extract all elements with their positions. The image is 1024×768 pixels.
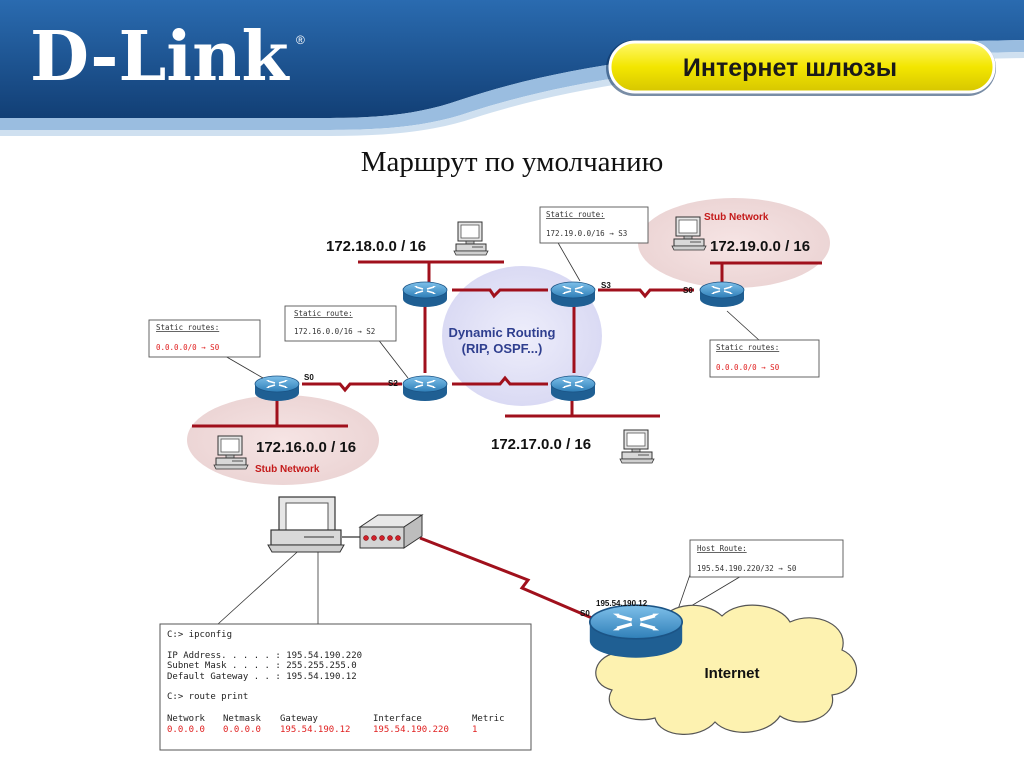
section-label: Интернет шлюзы [683,54,897,82]
route-table-cell-network: 0.0.0.0 [167,725,205,735]
console-line-subnet-mask: Subnet Mask . . . . : 255.255.255.0 [167,661,357,671]
isp-router-icon [588,603,684,660]
pc-net18-icon [453,221,489,256]
callout-left-line: 0.0.0.0/0 → S0 [156,343,220,352]
dlink-logo: D-Link [30,17,291,97]
callout-host-line: 195.54.190.220/32 → S0 [697,564,797,573]
route-table-cell-interface: 195.54.190.220 [373,725,449,735]
pc-net17-icon [619,429,655,464]
registered-mark-icon: ® [296,33,305,47]
route-table-header-netmask: Netmask [223,714,262,724]
dynamic-routing-protocols: (RIP, OSPF...) [462,341,543,356]
router-stub-right [699,281,745,308]
console-line-default-gateway: Default Gateway . . : 195.54.190.12 [167,672,357,682]
router-stub-left [254,375,300,402]
router-top-right [550,281,596,308]
callout-right-line: 0.0.0.0/0 → S0 [716,363,780,372]
router-ip-label: 195.54.190.12 [596,599,648,608]
callout-mid-title: Static route: [294,309,353,318]
stub-network-label-left: Stub Network [255,464,320,475]
route-table-header-metric: Metric [472,714,505,724]
callout-left-title: Static routes: [156,323,219,332]
callout-static-route-mid [284,305,397,342]
net-label-172-19: 172.19.0.0 / 16 [710,238,810,255]
route-table-cell-netmask: 0.0.0.0 [223,725,261,735]
callout-static-routes-left [148,319,261,358]
route-table-header-gateway: Gateway [280,714,319,724]
internet-label: Internet [704,665,759,682]
router-bottom-right [550,375,596,402]
interface-s3-label: S3 [601,281,611,290]
workstation-pc-icon [267,496,345,553]
net-label-172-18: 172.18.0.0 / 16 [326,238,426,255]
callout-top-title: Static route: [546,210,605,219]
callout-static-route-top [539,206,649,244]
callout-right-title: Static routes: [716,343,779,352]
route-table-header-interface: Interface [373,714,422,724]
interface-s0-left-label: S0 [304,373,314,382]
router-bottom-left [402,375,448,402]
header-banner: D-Link ® Интернет шлюзы [0,0,1024,140]
callout-top-line: 172.19.0.0/16 → S3 [546,229,627,238]
dynamic-routing-title: Dynamic Routing [449,325,556,340]
route-table-cell-gateway: 195.54.190.12 [280,725,350,735]
stub-network-label-right: Stub Network [704,212,769,223]
console-output-box [159,623,532,751]
router-s0-label: S0 [580,609,590,618]
router-top-left [402,281,448,308]
callout-host-title: Host Route: [697,544,747,553]
callout-mid-line: 172.16.0.0/16 → S2 [294,327,375,336]
slide-title: Маршрут по умолчанию [360,146,664,178]
route-table-header-network: Network [167,714,206,724]
net-label-172-17: 172.17.0.0 / 16 [491,436,591,453]
console-line-route-print: C:> route print [167,692,248,702]
route-table-cell-metric: 1 [472,725,477,735]
console-line-ipconfig: C:> ipconfig [167,630,232,640]
modem-device-icon [358,514,424,549]
console-line-ip-address: IP Address. . . . . : 195.54.190.220 [167,651,362,661]
section-pill [608,40,996,94]
callout-host-route [689,539,844,578]
callout-static-routes-right [709,339,820,378]
net-label-172-16: 172.16.0.0 / 16 [256,439,356,456]
interface-s0-right-label: S0 [683,286,693,295]
interface-s2-label: S2 [388,379,398,388]
